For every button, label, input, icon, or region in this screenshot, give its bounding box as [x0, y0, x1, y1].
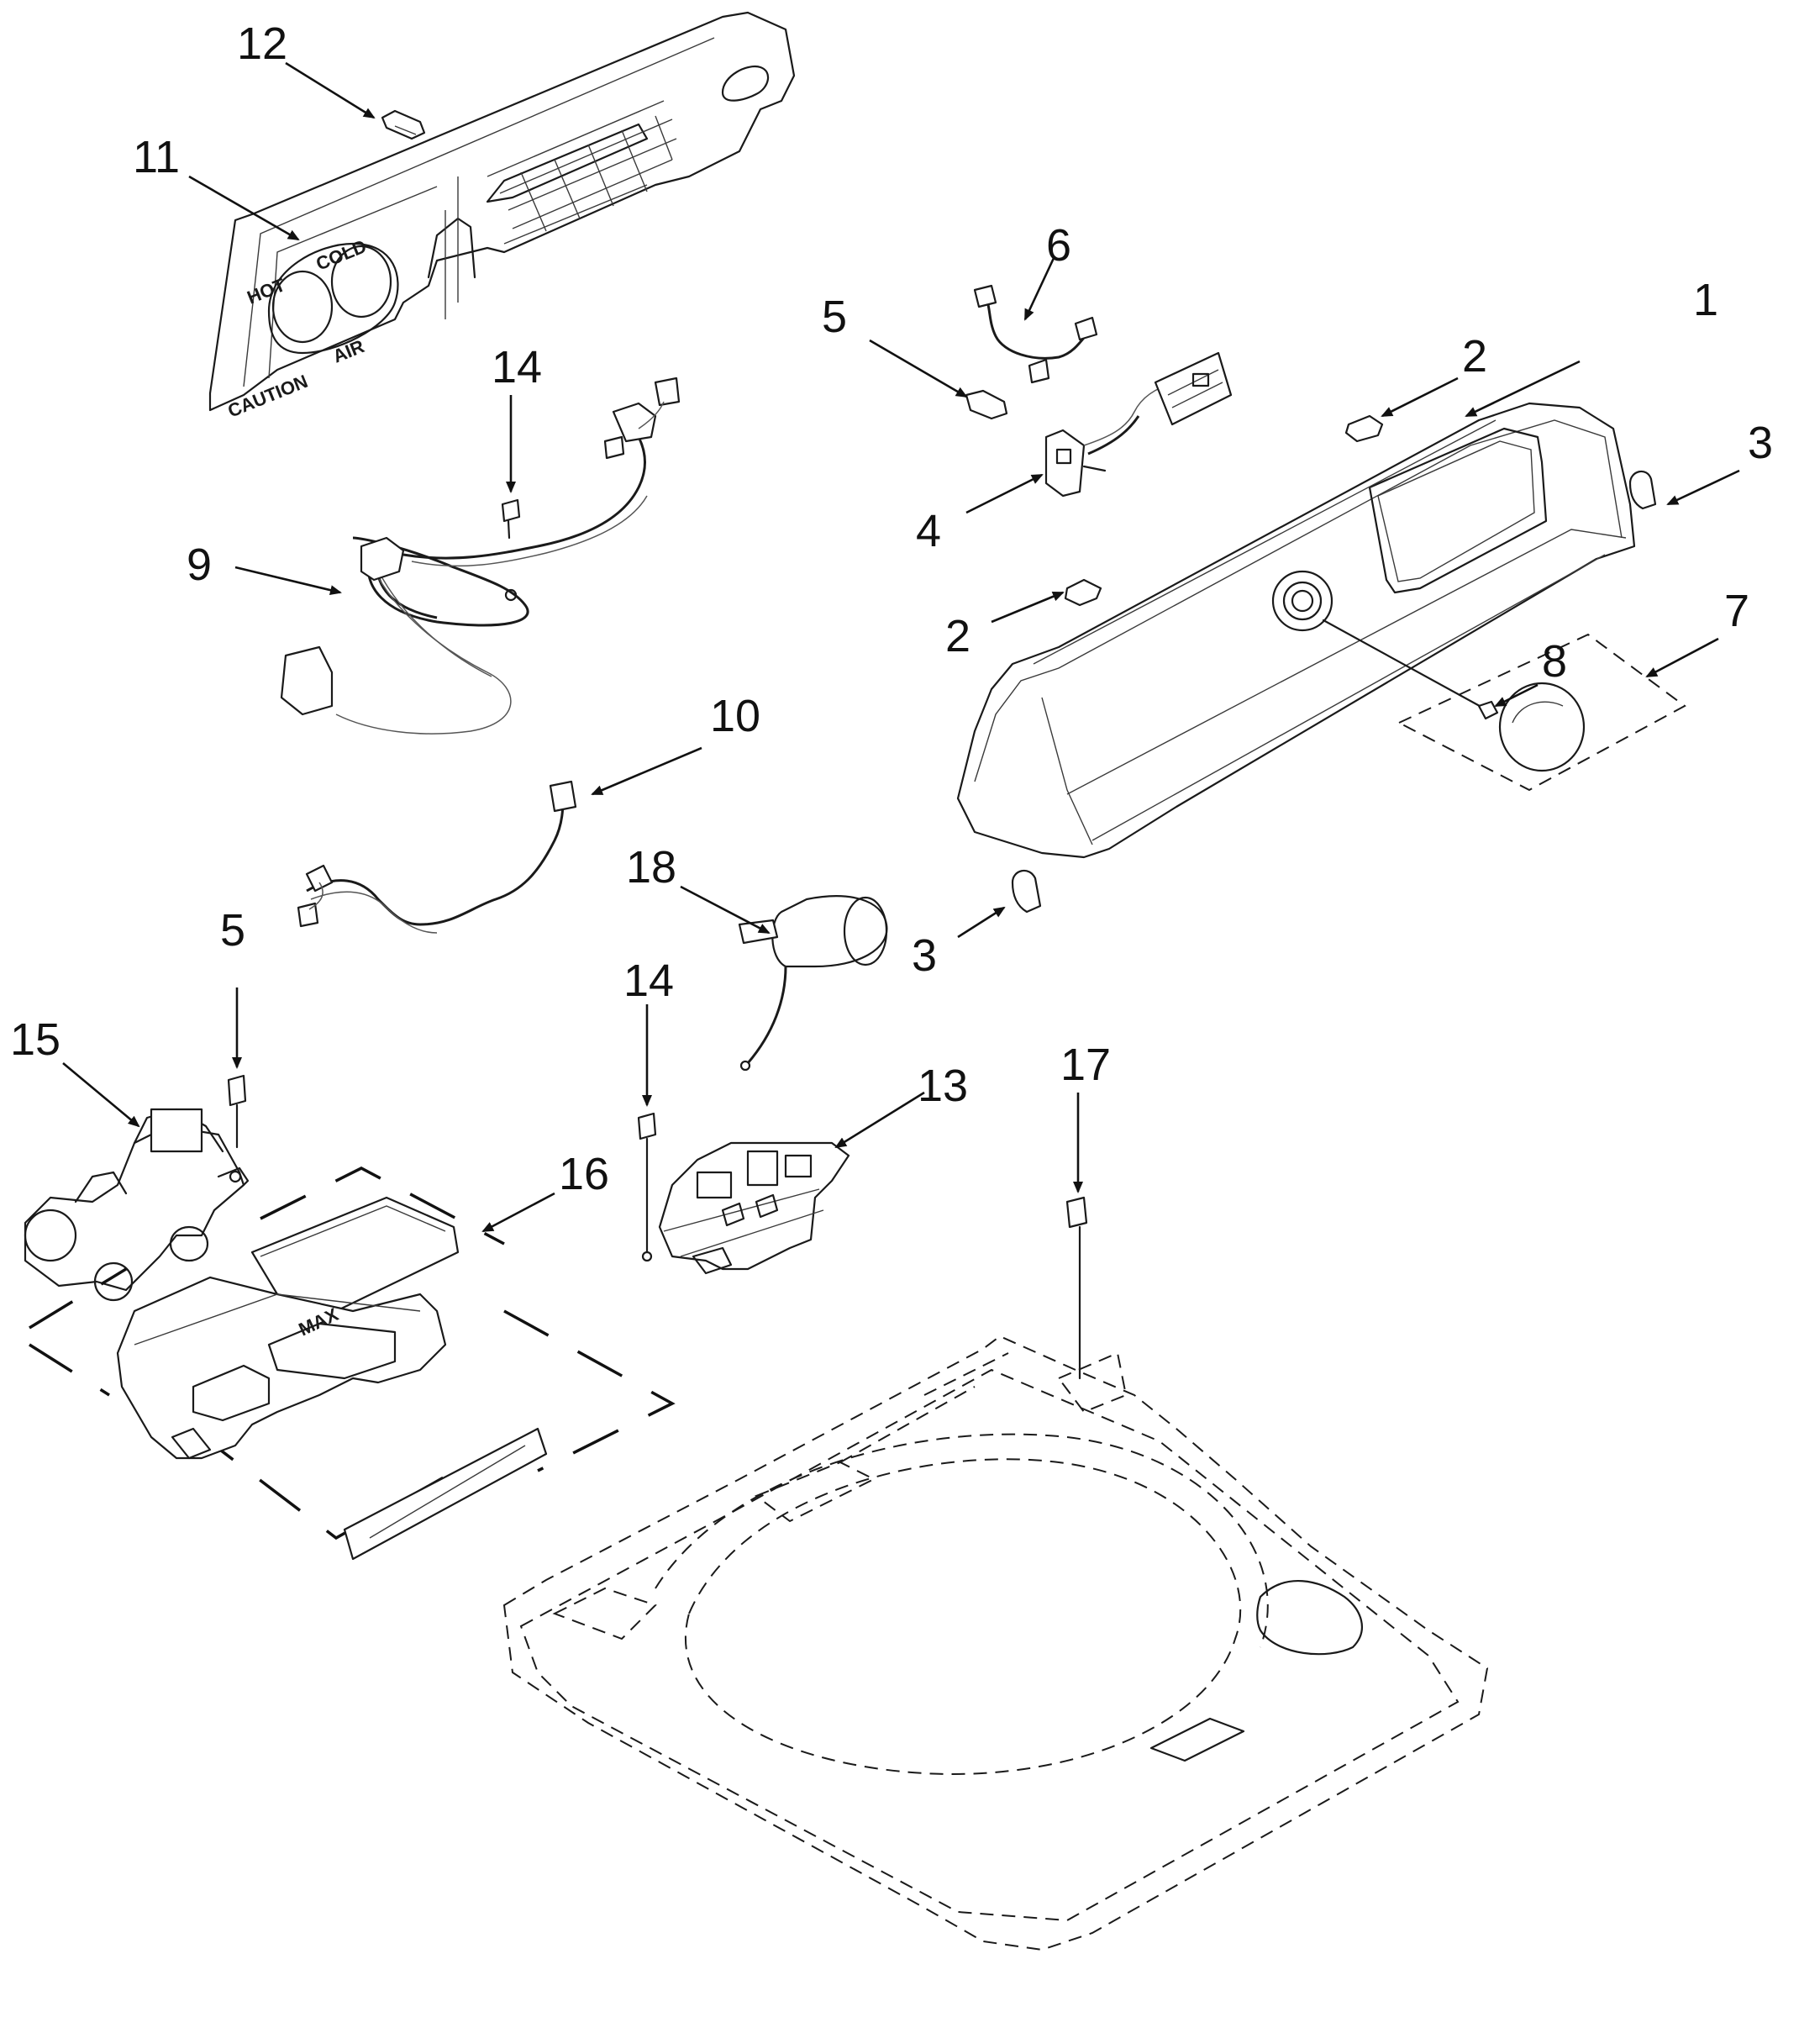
leader-1 [1465, 360, 1581, 418]
callout-10: 10 [710, 691, 760, 741]
callout-13: 13 [918, 1061, 968, 1111]
callout-14-upper: 14 [492, 342, 542, 392]
callout-12: 12 [237, 18, 287, 69]
control-board-13 [641, 1141, 850, 1275]
callout-5-lower: 5 [220, 905, 245, 956]
callout-8: 8 [1542, 636, 1567, 687]
clip-2-upper [1344, 414, 1384, 443]
dispenser-kit-16: MAX [29, 1166, 676, 1561]
leader-7 [1645, 637, 1719, 678]
callout-6: 6 [1046, 220, 1071, 271]
callout-11: 11 [133, 132, 180, 182]
screw-12 [381, 109, 426, 140]
water-valve-15 [24, 1108, 250, 1302]
leader-lines [62, 61, 1740, 1233]
end-cap-3-left [1011, 869, 1042, 914]
wire-harness-10 [297, 780, 577, 934]
leader-12 [285, 61, 376, 119]
screw-14-lower [637, 1112, 657, 1254]
callout-3-right: 3 [1748, 418, 1773, 468]
callout-9: 9 [187, 540, 212, 590]
screw-14-upper [501, 498, 521, 602]
callout-4: 4 [916, 506, 941, 556]
leader-11 [188, 175, 300, 241]
end-cap-3-right [1628, 470, 1657, 510]
callout-5-upper: 5 [822, 292, 847, 342]
leader-13 [834, 1091, 925, 1149]
leader-3b [957, 906, 1006, 939]
leader-2b [991, 591, 1065, 624]
callout-1: 1 [1693, 275, 1718, 325]
callout-labels: 1 2 2 3 3 4 5 5 6 7 8 9 10 11 12 13 14 1… [10, 18, 1773, 1199]
leader-15 [62, 1062, 140, 1128]
callout-15: 15 [10, 1014, 60, 1065]
console-1 [956, 402, 1636, 859]
callout-14-lower: 14 [623, 956, 674, 1006]
callout-17: 17 [1060, 1040, 1111, 1090]
leader-3a [1666, 469, 1740, 506]
callout-16: 16 [559, 1149, 609, 1199]
leader-4 [965, 473, 1044, 514]
callout-18: 18 [626, 842, 676, 893]
leader-9 [234, 566, 342, 596]
leader-8 [1494, 683, 1539, 708]
washer-top [502, 1335, 1489, 1951]
vent-grille [487, 100, 677, 245]
screw-5-lower [227, 1074, 247, 1149]
callout-2-upper: 2 [1462, 331, 1487, 382]
capacitor-18 [738, 895, 888, 1072]
lid-switch-assembly [965, 284, 1233, 498]
callout-2-lower: 2 [945, 611, 970, 661]
leader-16 [481, 1192, 555, 1233]
wire-harness-9 [280, 377, 681, 735]
clip-2-lower [1064, 578, 1102, 607]
knob-kit-7 [1322, 619, 1686, 792]
callout-7: 7 [1724, 586, 1749, 636]
callout-3-left: 3 [912, 930, 937, 981]
leader-6 [1023, 255, 1056, 321]
leader-2a [1381, 377, 1459, 418]
screw-17 [1065, 1196, 1088, 1380]
leader-10 [591, 746, 702, 796]
leader-5a [869, 339, 968, 398]
leader-18 [680, 885, 771, 935]
